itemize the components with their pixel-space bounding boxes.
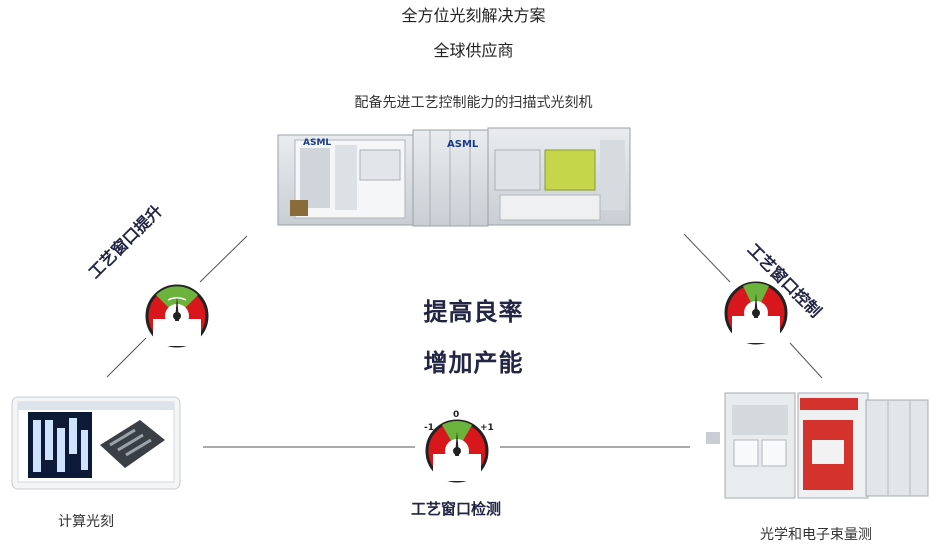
gauge-minus-label: -1 bbox=[424, 423, 434, 433]
gauge-icon-left bbox=[145, 284, 209, 348]
scanner-brand-right: ASML bbox=[447, 139, 479, 150]
computational-lithography-label: 计算光刻 bbox=[58, 514, 114, 530]
metrology-label: 光学和电子束量测 bbox=[760, 527, 872, 543]
yield-text: 提高良率 bbox=[423, 298, 524, 326]
throughput-text: 增加产能 bbox=[423, 349, 524, 377]
solution-title: 全方位光刻解决方案 bbox=[401, 6, 546, 25]
supplier-subtitle: 全球供应商 bbox=[433, 41, 514, 60]
gauge-icon-right bbox=[724, 281, 788, 345]
gauge-icon-bottom bbox=[425, 419, 489, 483]
line-left-upper bbox=[199, 235, 248, 283]
gauge-zero-label: 0 bbox=[453, 410, 460, 420]
gauge-plus-label: +1 bbox=[480, 423, 494, 433]
scanner-caption: 配备先进工艺控制能力的扫描式光刻机 bbox=[354, 95, 593, 111]
line-right-lower bbox=[789, 342, 823, 379]
line-left-lower bbox=[106, 337, 147, 378]
process-window-detection-label: 工艺窗口检测 bbox=[410, 500, 501, 518]
line-right-upper bbox=[683, 233, 731, 283]
scanner-brand-left: ASML bbox=[303, 138, 332, 148]
